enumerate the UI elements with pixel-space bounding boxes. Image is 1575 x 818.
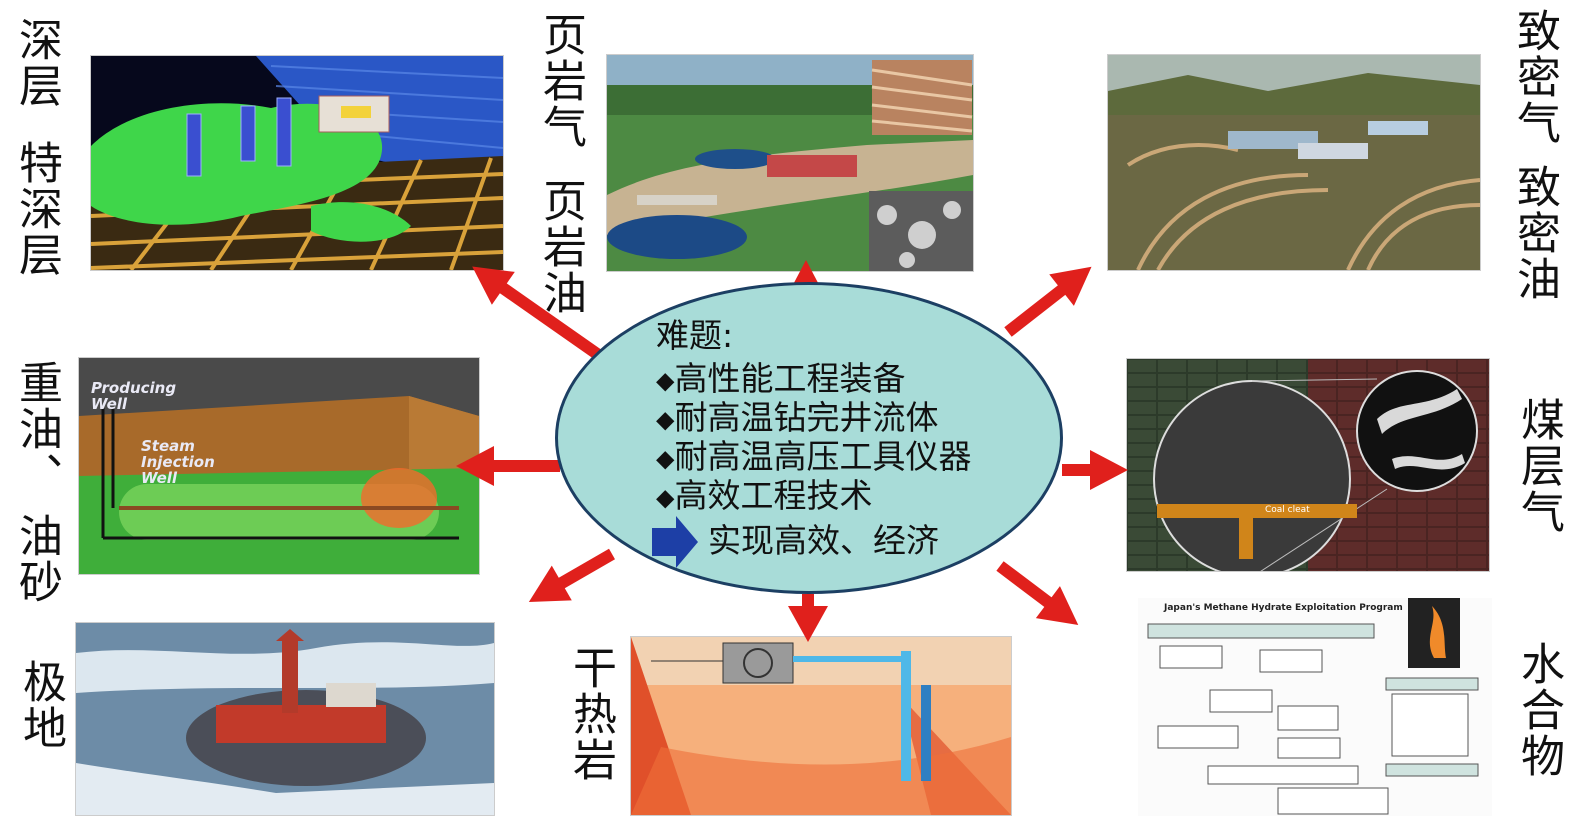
label-heavy-line2: 油砂: [11, 513, 62, 605]
challenge-item-technology: ◆高效工程技术: [656, 476, 872, 518]
label-heavy: 重油、 油砂: [10, 354, 66, 612]
arrow-heavy: [456, 446, 560, 486]
shale-aerial-image: [606, 54, 974, 272]
bullet-diamond-icon: ◆: [656, 483, 675, 512]
bullet-diamond-icon: ◆: [656, 405, 675, 434]
label-deep-line2: 特深层: [11, 139, 62, 278]
label-hotdryrock: 干热岩: [565, 645, 616, 783]
hydrate-program-title: Japan's Methane Hydrate Exploitation Pro…: [1164, 603, 1403, 613]
arrow-coalbed: [1062, 450, 1128, 490]
challenge-item-tools: ◆耐高温高压工具仪器: [656, 437, 971, 479]
coalbed-diagram: Coal cleat: [1126, 358, 1490, 572]
arrow-polar: [528, 548, 615, 602]
challenges-title: 难题:: [656, 316, 734, 355]
label-shale: 页岩气 页岩油: [534, 2, 594, 326]
label-tight: 致密气 致密油: [1508, 2, 1564, 308]
label-coalbed: 煤层气: [1513, 397, 1564, 535]
injection-label: Injection: [141, 453, 215, 471]
challenge-text-fluids: 耐高温钻完井流体: [674, 398, 939, 437]
arrow-deep: [472, 266, 604, 361]
label-tight-oil: 致密油: [1509, 164, 1560, 302]
label-deep: 深层 特深层: [10, 8, 62, 291]
well-label-2: Well: [141, 469, 178, 487]
challenge-text-tools: 耐高温高压工具仪器: [674, 437, 972, 476]
deep-reservoir-image: [90, 55, 504, 271]
challenge-text-technology: 高效工程技术: [674, 476, 873, 515]
producing-label: Producing: [91, 379, 177, 397]
bullet-diamond-icon: ◆: [656, 444, 675, 473]
heavy-oil-diagram: Producing Well Steam Injection Well: [78, 357, 480, 575]
steam-injection-text: Steam Injection Well: [141, 438, 215, 486]
arrow-hydrate: [996, 561, 1079, 625]
result-arrow-icon: [652, 516, 698, 568]
label-shale-oil: 页岩油: [535, 178, 586, 316]
challenge-item-equipment: ◆高性能工程装备: [656, 359, 905, 401]
label-heavy-line1: 重油、: [11, 360, 62, 498]
steam-label: Steam: [141, 437, 195, 455]
label-deep-line1: 深层: [11, 17, 62, 109]
label-hydrate: 水合物: [1513, 641, 1564, 779]
coal-cleat-text: Coal cleat: [1265, 505, 1310, 515]
challenge-text-equipment: 高性能工程装备: [674, 359, 906, 398]
bullet-diamond-icon: ◆: [656, 366, 675, 395]
hydrate-program-chart: Japan's Methane Hydrate Exploitation Pro…: [1138, 598, 1492, 816]
arrow-tight: [1004, 266, 1092, 337]
challenge-item-fluids: ◆耐高温钻完井流体: [656, 398, 938, 440]
well-label-1: Well: [91, 395, 128, 413]
challenges-ellipse: [555, 282, 1063, 594]
producing-well-text: Producing Well: [91, 380, 176, 412]
label-polar: 极地: [15, 659, 66, 751]
label-tight-gas: 致密气: [1509, 8, 1560, 146]
label-shale-gas: 页岩气: [535, 12, 586, 150]
hot-dry-rock-diagram: [630, 636, 1012, 816]
polar-platform-image: [75, 622, 495, 816]
tight-aerial-image: [1107, 54, 1481, 271]
result-text: 实现高效、经济: [708, 521, 939, 560]
arrow-hotdryrock: [788, 594, 828, 642]
